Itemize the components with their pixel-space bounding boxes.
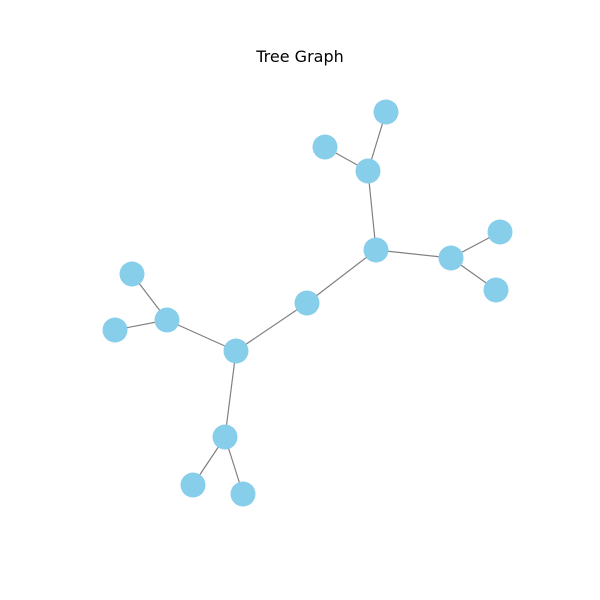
edge-root-top-branch [367,170,377,251]
edge-root-center [306,249,377,304]
node-right-leaf-2 [483,277,509,303]
node-right-leaf-1 [487,219,513,245]
node-top-leaf-2 [312,134,338,160]
node-top-branch [355,158,381,184]
node-root [363,237,389,263]
node-top-leaf-1 [373,99,399,125]
edge-left-hub-bottom-branch [224,350,237,438]
node-bottom-leaf-1 [180,472,206,498]
node-bottom-leaf-2 [230,481,256,507]
node-left-leaf-1 [119,261,145,287]
node-left-hub [223,338,249,364]
node-bottom-branch [212,424,238,450]
nodes-layer [102,99,513,507]
edge-left-hub-left-branch [166,319,237,352]
node-left-branch [154,307,180,333]
node-center [294,290,320,316]
node-left-leaf-2 [102,317,128,343]
edge-root-right-branch [375,249,452,259]
node-right-branch [438,245,464,271]
edge-center-left-hub [235,302,308,352]
diagram-title: Tree Graph [256,47,344,66]
